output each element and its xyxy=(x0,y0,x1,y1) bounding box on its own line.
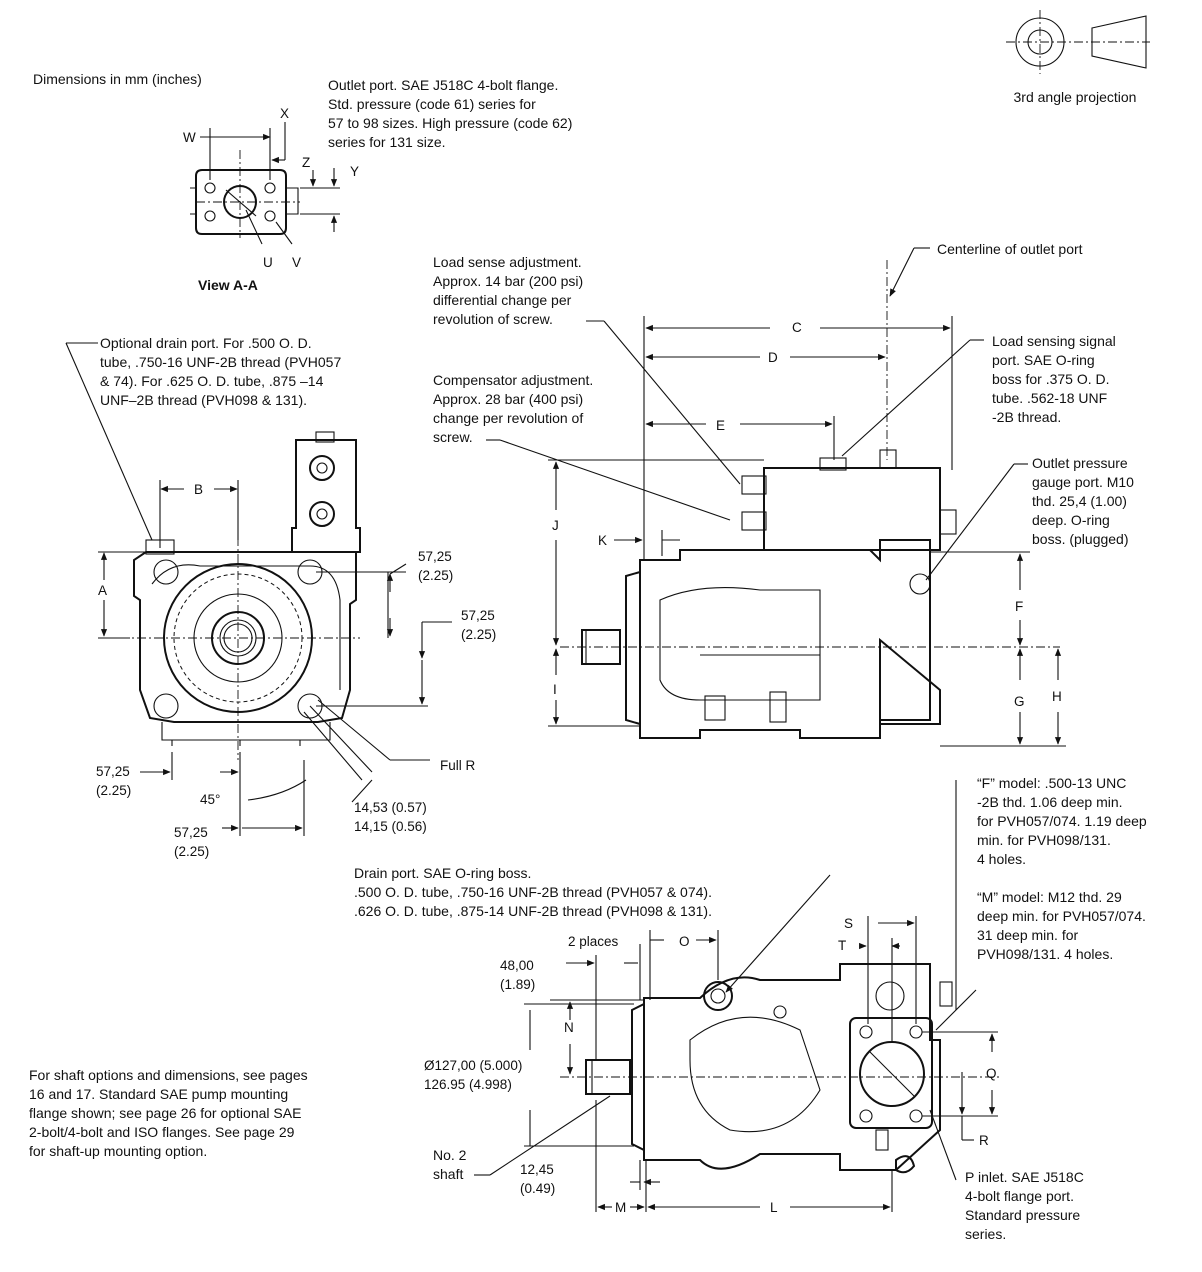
load-sense-note: Load sense adjustment. Approx. 14 bar (2… xyxy=(433,254,584,327)
dim-letter-s: S xyxy=(844,916,854,931)
dim-1245: 12,45 (0.49) xyxy=(520,1162,556,1196)
view-aa-flange xyxy=(190,122,340,245)
dim-letter-x: X xyxy=(280,106,290,121)
projection-label: 3rd angle projection xyxy=(1013,89,1137,105)
angle-45: 45° xyxy=(200,792,221,807)
gauge-port-note: Outlet pressure gauge port. M10 thd. 25,… xyxy=(1032,455,1134,547)
dim-letter-m: M xyxy=(615,1200,627,1215)
dim-letter-j: J xyxy=(552,518,559,533)
dim-letter-v: V xyxy=(292,255,302,270)
dim-letter-k: K xyxy=(598,533,608,548)
dim-letter-i: I xyxy=(553,682,557,697)
inlet-port-note: P inlet. SAE J518C 4-bolt flange port. S… xyxy=(965,1169,1084,1242)
two-places-label: 2 places xyxy=(568,934,619,949)
dim-pilot-diameter: Ø127,00 (5.000) 126.95 (4.998) xyxy=(424,1058,523,1092)
dim-letter-q: Q xyxy=(986,1066,997,1081)
dim-letter-w: W xyxy=(183,130,196,145)
f-model-note: “F” model: .500-13 UNC -2B thd. 1.06 dee… xyxy=(977,775,1147,867)
dim-letter-l: L xyxy=(770,1200,778,1215)
dim-letter-c: C xyxy=(792,320,802,335)
dim-letter-u: U xyxy=(263,255,273,270)
compensator-note: Compensator adjustment. Approx. 28 bar (… xyxy=(433,372,594,445)
view-aa-title: View A-A xyxy=(198,277,258,293)
front-view-pump xyxy=(65,342,452,836)
dim-letter-h: H xyxy=(1052,689,1062,704)
load-signal-note: Load sensing signal port. SAE O-ring bos… xyxy=(992,333,1116,425)
footnote: For shaft options and dimensions, see pa… xyxy=(29,1067,308,1159)
projection-symbol xyxy=(1006,10,1150,74)
dim-letter-y: Y xyxy=(350,164,360,179)
dim-letter-n: N xyxy=(564,1020,574,1035)
dim-letter-b: B xyxy=(194,482,204,497)
dim-letter-f: F xyxy=(1015,599,1024,614)
dim-upper-right: 57,25 (2.25) xyxy=(418,549,454,583)
dim-letter-d: D xyxy=(768,350,778,365)
drain-port-note-front: Optional drain port. For .500 O. D. tube… xyxy=(100,335,342,408)
dim-left-horizontal: 57,25 (2.25) xyxy=(96,764,132,798)
centerline-note: Centerline of outlet port xyxy=(937,241,1083,257)
dim-letter-z: Z xyxy=(302,155,311,170)
dim-letter-o: O xyxy=(679,934,690,949)
dim-bottom-horizontal: 57,25 (2.25) xyxy=(174,825,210,859)
side-view-pump xyxy=(486,247,1066,747)
dim-letter-t: T xyxy=(838,938,847,953)
outlet-port-note: Outlet port. SAE J518C 4-bolt flange. St… xyxy=(328,77,573,150)
dim-letter-a: A xyxy=(98,583,108,598)
m-model-note: “M” model: M12 thd. 29 deep min. for PVH… xyxy=(977,889,1146,962)
dim-lower-right: 57,25 (2.25) xyxy=(461,608,497,642)
dim-letter-e: E xyxy=(716,418,726,433)
units-note: Dimensions in mm (inches) xyxy=(33,71,202,87)
dim-letter-r: R xyxy=(979,1133,989,1148)
full-r-label: Full R xyxy=(440,758,476,773)
dim-48: 48,00 (1.89) xyxy=(500,958,536,992)
dim-letter-g: G xyxy=(1014,694,1025,709)
bottom-view-pump xyxy=(474,780,1000,1212)
slot-width-dim: 14,53 (0.57) 14,15 (0.56) xyxy=(354,800,427,834)
drain-port-note-bottom: Drain port. SAE O-ring boss. .500 O. D. … xyxy=(354,865,712,919)
shaft-label: No. 2 shaft xyxy=(433,1147,467,1182)
